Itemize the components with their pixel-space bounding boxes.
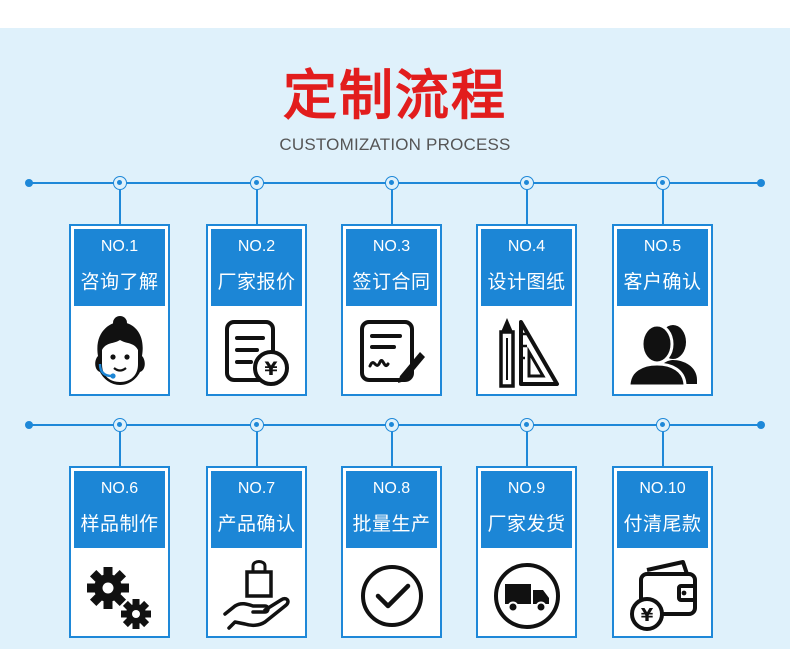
wallet-yen-icon: ¥ <box>627 556 699 632</box>
step-label: 设计图纸 <box>487 271 566 293</box>
step-card-header: NO.7 产品确认 <box>211 471 302 548</box>
timeline-node <box>520 418 534 432</box>
step-label: 厂家发货 <box>487 513 566 535</box>
step-card-2: NO.2 厂家报价 ¥ <box>206 224 307 396</box>
step-card-header: NO.9 厂家发货 <box>481 471 572 548</box>
timeline-stem <box>526 190 528 225</box>
hand-bag-icon <box>221 556 293 632</box>
delivery-truck-icon <box>491 556 563 632</box>
step-number: NO.4 <box>507 238 546 255</box>
timeline-node <box>520 176 534 190</box>
step-card-1: NO.1 咨询了解 <box>69 224 170 396</box>
step-label: 客户确认 <box>623 271 702 293</box>
step-card-header: NO.8 批量生产 <box>346 471 437 548</box>
timeline-stem <box>391 432 393 467</box>
step-label: 付清尾款 <box>623 513 702 535</box>
step-card-7: NO.7 产品确认 <box>206 466 307 638</box>
customers-icon <box>627 314 699 390</box>
svg-text:¥: ¥ <box>264 358 277 380</box>
timeline-stem <box>526 432 528 467</box>
timeline-end-dot <box>25 421 33 429</box>
timeline-node <box>385 418 399 432</box>
step-number: NO.10 <box>639 480 686 497</box>
timeline-end-dot <box>757 179 765 187</box>
step-card-6: NO.6 样品制作 <box>69 466 170 638</box>
contract-signing-icon <box>356 314 428 390</box>
step-card-4: NO.4 设计图纸 <box>476 224 577 396</box>
step-card-header: NO.5 客户确认 <box>617 229 708 306</box>
step-number: NO.5 <box>643 238 682 255</box>
step-card-header: NO.4 设计图纸 <box>481 229 572 306</box>
step-number: NO.7 <box>237 480 276 497</box>
timeline-stem <box>391 190 393 225</box>
timeline-end-dot <box>25 179 33 187</box>
step-card-9: NO.9 厂家发货 <box>476 466 577 638</box>
gears-icon <box>84 556 156 632</box>
step-label: 批量生产 <box>352 513 431 535</box>
step-number: NO.8 <box>372 480 411 497</box>
step-card-8: NO.8 批量生产 <box>341 466 442 638</box>
step-label: 厂家报价 <box>217 271 296 293</box>
page-subtitle: CUSTOMIZATION PROCESS <box>279 135 511 154</box>
step-label: 咨询了解 <box>80 271 159 293</box>
svg-text:¥: ¥ <box>641 605 654 626</box>
step-card-5: NO.5 客户确认 <box>612 224 713 396</box>
step-label: 产品确认 <box>217 513 296 535</box>
step-card-10: NO.10 付清尾款 ¥ <box>612 466 713 638</box>
step-label: 样品制作 <box>80 513 159 535</box>
design-tools-icon <box>491 314 563 390</box>
step-number: NO.6 <box>100 480 139 497</box>
timeline-node <box>113 176 127 190</box>
timeline-node <box>385 176 399 190</box>
timeline-stem <box>119 432 121 467</box>
timeline-node <box>113 418 127 432</box>
timeline-stem <box>662 190 664 225</box>
step-card-3: NO.3 签订合同 <box>341 224 442 396</box>
step-label: 签订合同 <box>352 271 431 293</box>
step-card-header: NO.2 厂家报价 <box>211 229 302 306</box>
step-card-header: NO.1 咨询了解 <box>74 229 165 306</box>
timeline-node <box>656 176 670 190</box>
step-card-header: NO.3 签订合同 <box>346 229 437 306</box>
step-number: NO.1 <box>100 238 139 255</box>
quotation-icon: ¥ <box>221 314 293 390</box>
timeline-node <box>250 176 264 190</box>
check-circle-icon <box>356 556 428 632</box>
step-number: NO.2 <box>237 238 276 255</box>
timeline-node <box>656 418 670 432</box>
timeline-stem <box>662 432 664 467</box>
step-number: NO.9 <box>507 480 546 497</box>
step-number: NO.3 <box>372 238 411 255</box>
timeline-stem <box>119 190 121 225</box>
timeline-stem <box>256 432 258 467</box>
customer-service-icon <box>84 314 156 390</box>
timeline-end-dot <box>757 421 765 429</box>
page-title: 定制流程 <box>283 64 507 127</box>
step-card-header: NO.6 样品制作 <box>74 471 165 548</box>
timeline-node <box>250 418 264 432</box>
timeline-stem <box>256 190 258 225</box>
step-card-header: NO.10 付清尾款 <box>617 471 708 548</box>
